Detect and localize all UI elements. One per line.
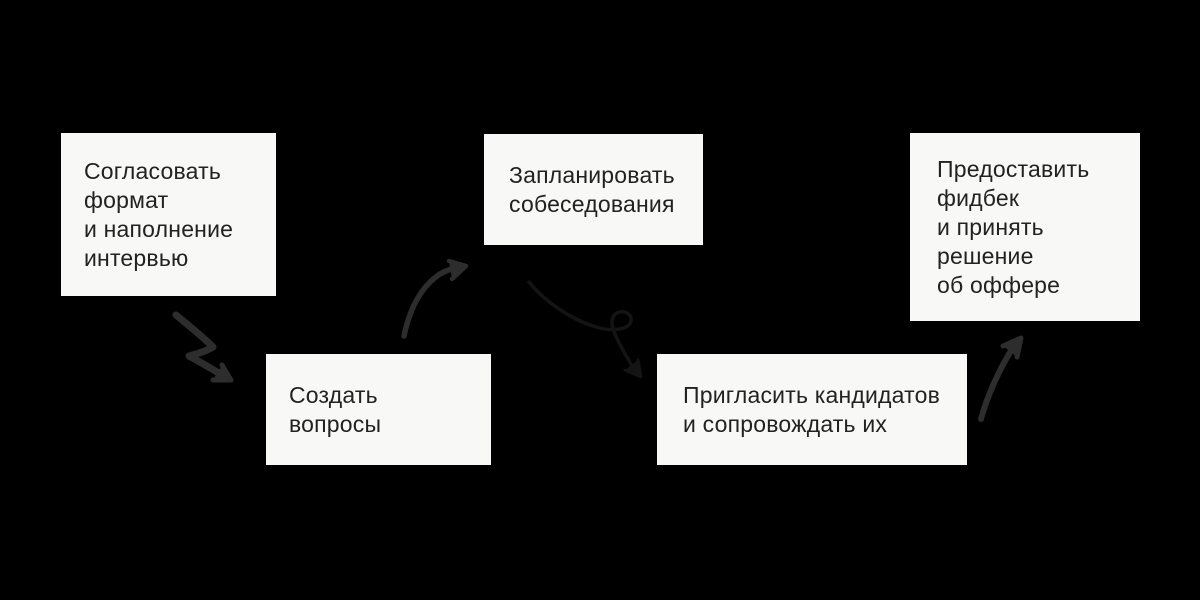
arrowhead-southeast-icon — [623, 358, 643, 379]
arrow-create-to-schedule — [401, 258, 469, 339]
node-label: Предоставить фидбек и принять решение об… — [937, 155, 1090, 298]
flow-node-invite-candidates: Пригласить кандидатов и сопровождать их — [657, 354, 967, 465]
flow-node-give-feedback: Предоставить фидбек и принять решение об… — [910, 133, 1140, 321]
node-label: Пригласить кандидатов и сопровождать их — [683, 381, 941, 437]
arrow-schedule-to-invite — [527, 280, 643, 379]
arrow-invite-to-feedback — [978, 335, 1024, 422]
arrow-shaft — [172, 311, 224, 378]
node-label: Создать вопросы — [289, 381, 382, 437]
node-label: Согласовать формат и наполнение интервью — [84, 157, 234, 271]
flow-node-agree-format: Согласовать формат и наполнение интервью — [61, 133, 276, 296]
flow-node-schedule-interviews: Запланировать собеседования — [484, 134, 703, 245]
arrowhead-southeast-icon — [210, 362, 234, 383]
arrow-shaft — [527, 280, 637, 373]
arrowhead-northeast-icon — [446, 258, 469, 282]
node-label: Запланировать собеседования — [509, 161, 675, 217]
arrow-agree-to-create — [172, 311, 234, 383]
arrow-shaft — [978, 343, 1017, 422]
flow-node-create-questions: Создать вопросы — [266, 354, 491, 465]
arrowhead-north-icon — [1000, 335, 1024, 360]
